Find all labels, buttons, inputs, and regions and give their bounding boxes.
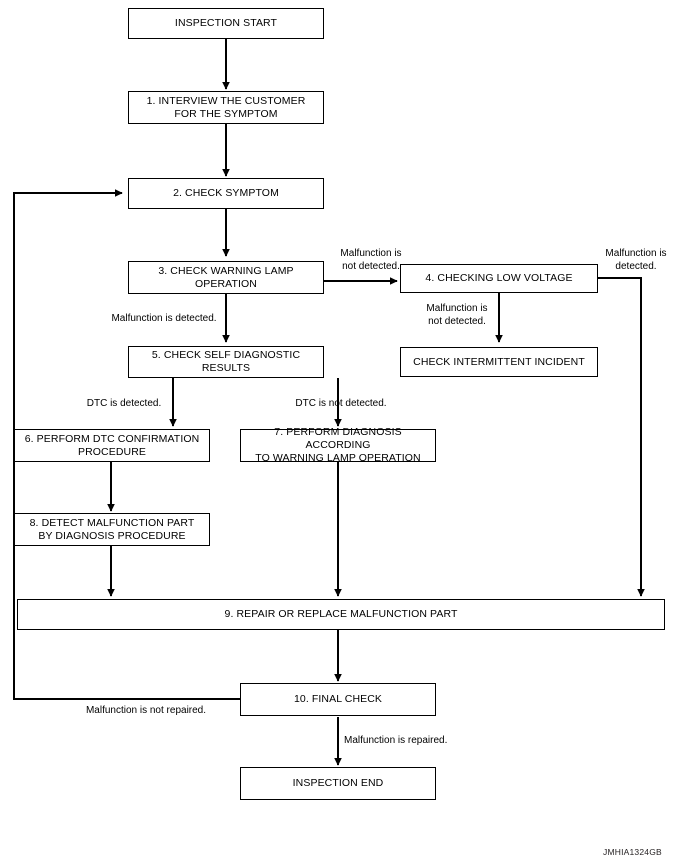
node-step-10-final-check[interactable]: 10. FINAL CHECK: [240, 683, 436, 716]
node-step-4-checking-low-voltage[interactable]: 4. CHECKING LOW VOLTAGE: [400, 264, 598, 293]
node-label: INSPECTION START: [174, 17, 278, 29]
node-label: 4. CHECKING LOW VOLTAGE: [425, 272, 573, 284]
node-label: 2. CHECK SYMPTOM: [173, 187, 279, 199]
node-check-intermittent-incident[interactable]: CHECK INTERMITTENT INCIDENT: [400, 347, 598, 377]
node-step-9-repair-or-replace[interactable]: 9. REPAIR OR REPLACE MALFUNCTION PART: [17, 599, 665, 630]
edge-label-malfunction-not-detected-4: Malfunction is not detected.: [426, 303, 488, 327]
node-label: INSPECTION END: [292, 777, 384, 789]
node-inspection-end[interactable]: INSPECTION END: [240, 767, 436, 800]
edge-label-malfunction-repaired: Malfunction is repaired.: [344, 735, 448, 746]
edge-label-malfunction-not-detected-3to4: Malfunction is not detected.: [340, 248, 402, 272]
figure-id-watermark: JMHIA1324GB: [603, 847, 662, 857]
node-label: 9. REPAIR OR REPLACE MALFUNCTION PART: [224, 608, 458, 620]
node-label: CHECK INTERMITTENT INCIDENT: [413, 355, 585, 368]
node-step-2-check-symptom[interactable]: 2. CHECK SYMPTOM: [128, 178, 324, 209]
edge-label-dtc-not-detected: DTC is not detected.: [295, 398, 387, 409]
node-inspection-start[interactable]: INSPECTION START: [128, 8, 324, 39]
edge-label-malfunction-detected-4: Malfunction is detected.: [605, 248, 667, 272]
edge-label-malfunction-detected-3to5: Malfunction is detected.: [111, 313, 217, 324]
node-label: 10. FINAL CHECK: [293, 693, 383, 705]
connector-4-to-9: [598, 277, 645, 597]
edge-label-dtc-detected: DTC is detected.: [86, 398, 162, 409]
edge-label-malfunction-not-repaired: Malfunction is not repaired.: [85, 705, 207, 716]
